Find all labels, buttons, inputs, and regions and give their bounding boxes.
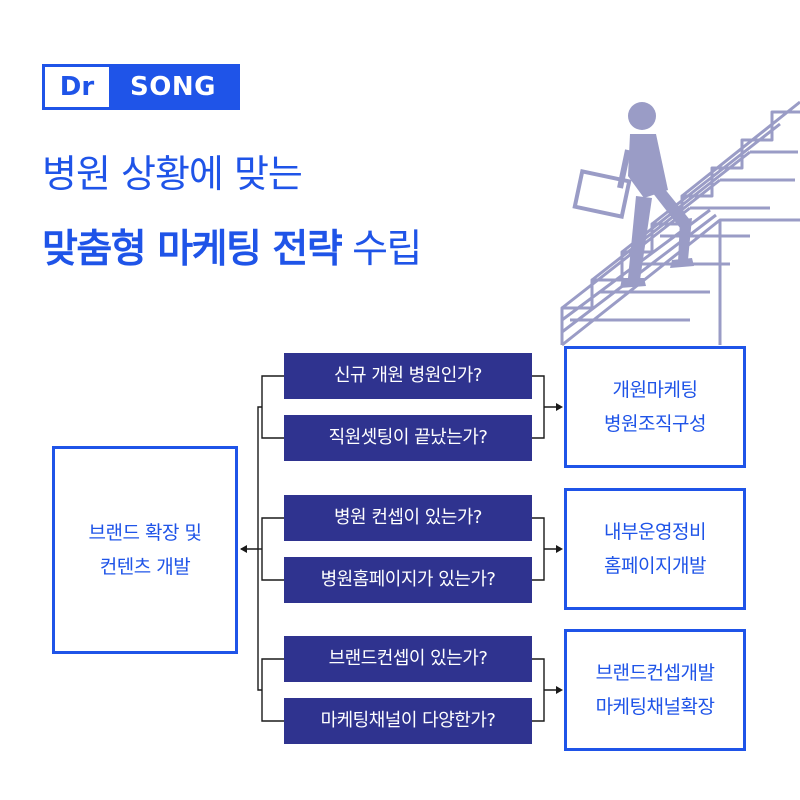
- answer-line: 병원조직구성: [604, 413, 706, 435]
- logo-dr: Dr: [45, 67, 109, 107]
- question-box: 직원셋팅이 끝났는가?: [284, 415, 532, 461]
- person-climbing-stairs-illustration: [560, 100, 800, 347]
- question-box: 병원 컨셉이 있는가?: [284, 495, 532, 541]
- question-box: 브랜드컨셉이 있는가?: [284, 636, 532, 682]
- brand-content-line1: 브랜드 확장 및: [88, 522, 202, 544]
- answer-box: 브랜드컨셉개발 마케팅채널확장: [564, 629, 746, 751]
- answer-line: 브랜드컨셉개발: [595, 662, 715, 684]
- answer-box: 개원마케팅 병원조직구성: [564, 346, 746, 468]
- headline-line2: 맞춤형 마케팅 전략 수립: [42, 218, 422, 274]
- brand-content-box: 브랜드 확장 및 컨텐츠 개발: [52, 446, 238, 654]
- answer-line: 개원마케팅: [612, 379, 698, 401]
- headline-line2-regular: 수립: [341, 227, 422, 272]
- answer-box: 내부운영정비 홈페이지개발: [564, 488, 746, 610]
- answer-line: 홈페이지개발: [604, 555, 706, 577]
- question-box: 마케팅채널이 다양한가?: [284, 698, 532, 744]
- answer-line: 내부운영정비: [604, 521, 706, 543]
- brand-content-line2: 컨텐츠 개발: [99, 556, 191, 578]
- question-box: 신규 개원 병원인가?: [284, 353, 532, 399]
- answer-line: 마케팅채널확장: [595, 696, 715, 718]
- logo: Dr SONG: [42, 64, 240, 110]
- question-box: 병원홈페이지가 있는가?: [284, 557, 532, 603]
- headline-line1: 병원 상황에 맞는: [42, 152, 303, 196]
- headline-line2-bold: 맞춤형 마케팅 전략: [42, 227, 343, 272]
- logo-song: SONG: [130, 72, 216, 102]
